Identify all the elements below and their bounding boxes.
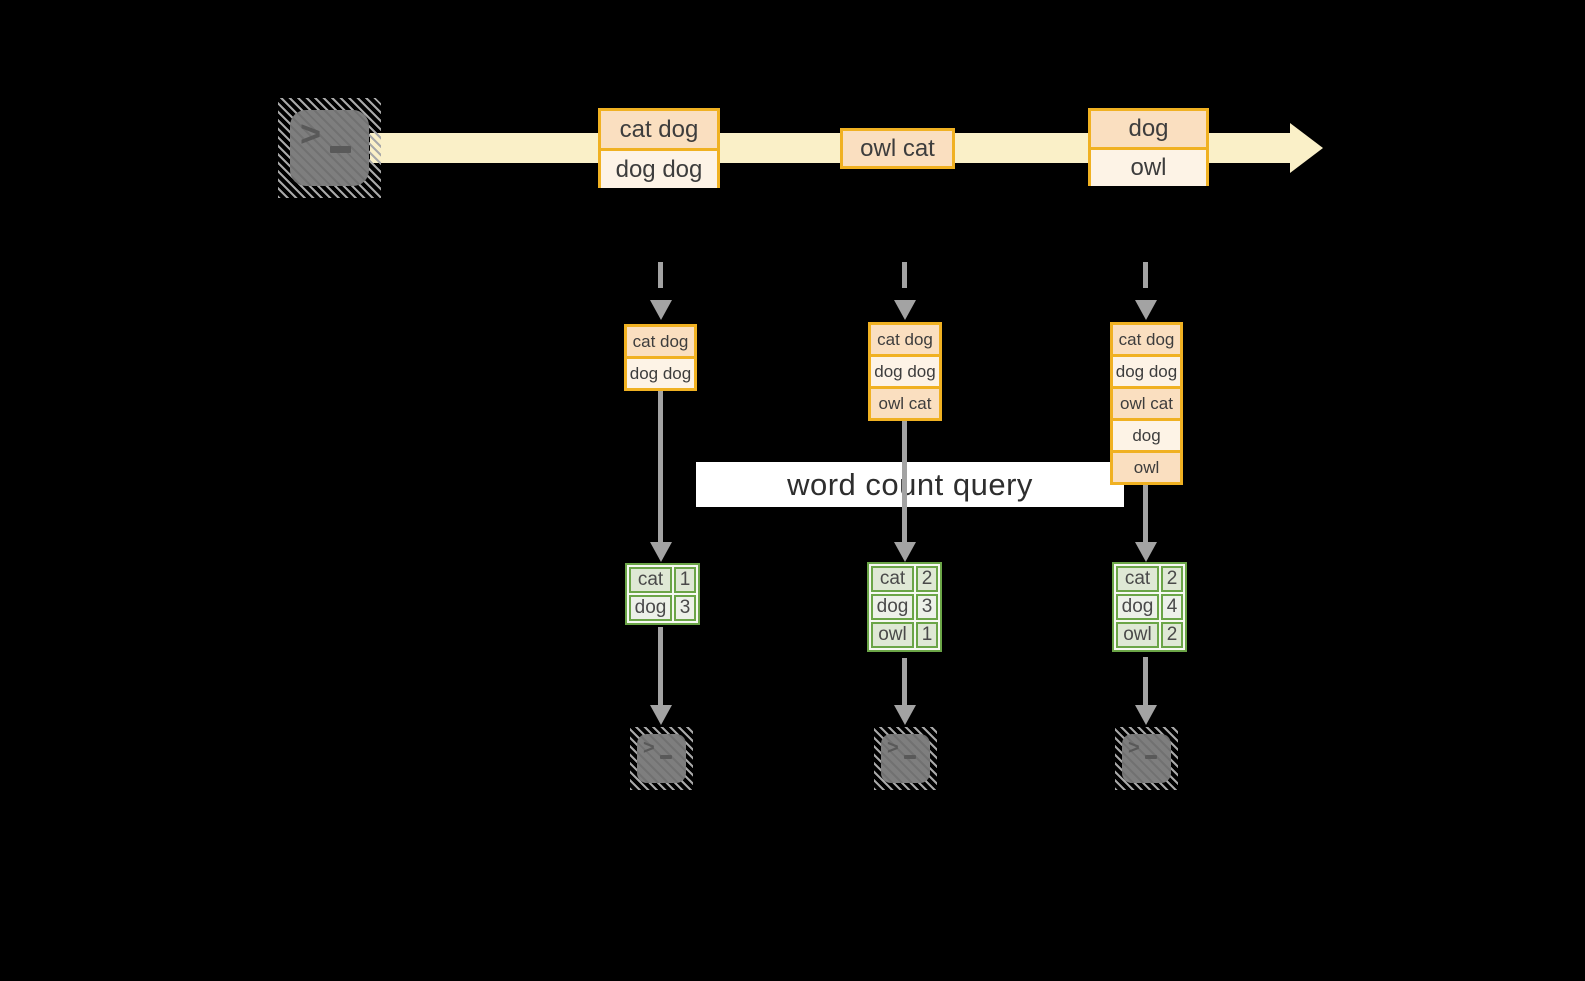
dashed-arrow-segment xyxy=(902,262,907,288)
word-cell: dog xyxy=(629,595,672,621)
terminal-body: > xyxy=(881,734,930,783)
arrowhead-icon xyxy=(1135,542,1157,562)
sink-terminal-icon: > xyxy=(1115,727,1178,790)
terminal-body: > xyxy=(290,110,369,186)
word-cell: dog xyxy=(1116,594,1159,620)
buffer-row: owl cat xyxy=(871,386,939,418)
terminal-body: > xyxy=(637,734,686,783)
prompt-icon: > xyxy=(643,737,655,759)
word-cell: dog xyxy=(871,594,914,620)
dashed-arrowhead-icon xyxy=(1135,300,1157,320)
count-cell: 2 xyxy=(1161,622,1183,648)
event-buffer-stack: cat dog dog dog owl cat xyxy=(868,322,942,421)
prompt-cursor-icon xyxy=(660,755,672,759)
prompt-icon: > xyxy=(1128,737,1140,759)
count-cell: 4 xyxy=(1161,594,1183,620)
arrowhead-icon xyxy=(894,542,916,562)
prompt-cursor-icon xyxy=(330,146,351,153)
dashed-arrow-segment xyxy=(658,262,663,288)
stream-event-box: owl cat xyxy=(840,128,955,169)
stream-event-box: cat dog dog dog xyxy=(598,108,720,188)
sink-terminal-icon: > xyxy=(874,727,937,790)
event-buffer-stack: cat dog dog dog owl cat dog owl xyxy=(1110,322,1183,485)
stream-event-box: dog owl xyxy=(1088,108,1209,186)
dashed-arrow-segment xyxy=(1143,262,1148,288)
count-cell: 1 xyxy=(916,622,938,648)
prompt-icon: > xyxy=(300,113,322,154)
buffer-row: owl cat xyxy=(1113,386,1180,418)
buffer-row: cat dog xyxy=(1113,325,1180,354)
event-line: owl xyxy=(1091,147,1206,186)
prompt-icon: > xyxy=(887,737,899,759)
buffer-row: owl xyxy=(1113,450,1180,482)
word-cell: cat xyxy=(629,567,672,593)
word-cell: cat xyxy=(1116,566,1159,592)
arrowhead-icon xyxy=(650,542,672,562)
sink-terminal-icon: > xyxy=(630,727,693,790)
dashed-arrowhead-icon xyxy=(650,300,672,320)
event-buffer-stack: cat dog dog dog xyxy=(624,324,697,391)
buffer-row: dog dog xyxy=(1113,354,1180,386)
prompt-cursor-icon xyxy=(904,755,916,759)
arrowhead-icon xyxy=(894,705,916,725)
word-cell: owl xyxy=(1116,622,1159,648)
count-cell: 2 xyxy=(1161,566,1183,592)
prompt-cursor-icon xyxy=(1145,755,1157,759)
source-terminal-icon: > xyxy=(278,98,381,198)
buffer-row: dog dog xyxy=(871,354,939,386)
arrow-line xyxy=(658,627,663,705)
terminal-body: > xyxy=(1122,734,1171,783)
buffer-row: cat dog xyxy=(627,327,694,356)
word-count-query-label: word count query xyxy=(696,462,1124,507)
arrow-line xyxy=(1143,657,1148,705)
word-cell: owl xyxy=(871,622,914,648)
count-table: cat 1 dog 3 xyxy=(625,563,700,625)
event-line: dog xyxy=(1091,111,1206,147)
count-table: cat 2 dog 4 owl 2 xyxy=(1112,562,1187,652)
event-line: owl cat xyxy=(843,131,952,166)
count-cell: 2 xyxy=(916,566,938,592)
buffer-row: dog dog xyxy=(627,356,694,388)
buffer-row: cat dog xyxy=(871,325,939,354)
arrowhead-icon xyxy=(650,705,672,725)
buffer-row: dog xyxy=(1113,418,1180,450)
arrow-line xyxy=(902,418,907,542)
word-cell: cat xyxy=(871,566,914,592)
count-cell: 3 xyxy=(674,595,696,621)
count-table: cat 2 dog 3 owl 1 xyxy=(867,562,942,652)
arrowhead-icon xyxy=(1135,705,1157,725)
arrow-line xyxy=(658,388,663,542)
arrow-line xyxy=(902,658,907,705)
event-line: dog dog xyxy=(601,148,717,188)
stream-arrowhead-icon xyxy=(1290,123,1323,173)
arrow-line xyxy=(1143,482,1148,542)
count-cell: 3 xyxy=(916,594,938,620)
event-line: cat dog xyxy=(601,111,717,148)
dashed-arrowhead-icon xyxy=(894,300,916,320)
count-cell: 1 xyxy=(674,567,696,593)
